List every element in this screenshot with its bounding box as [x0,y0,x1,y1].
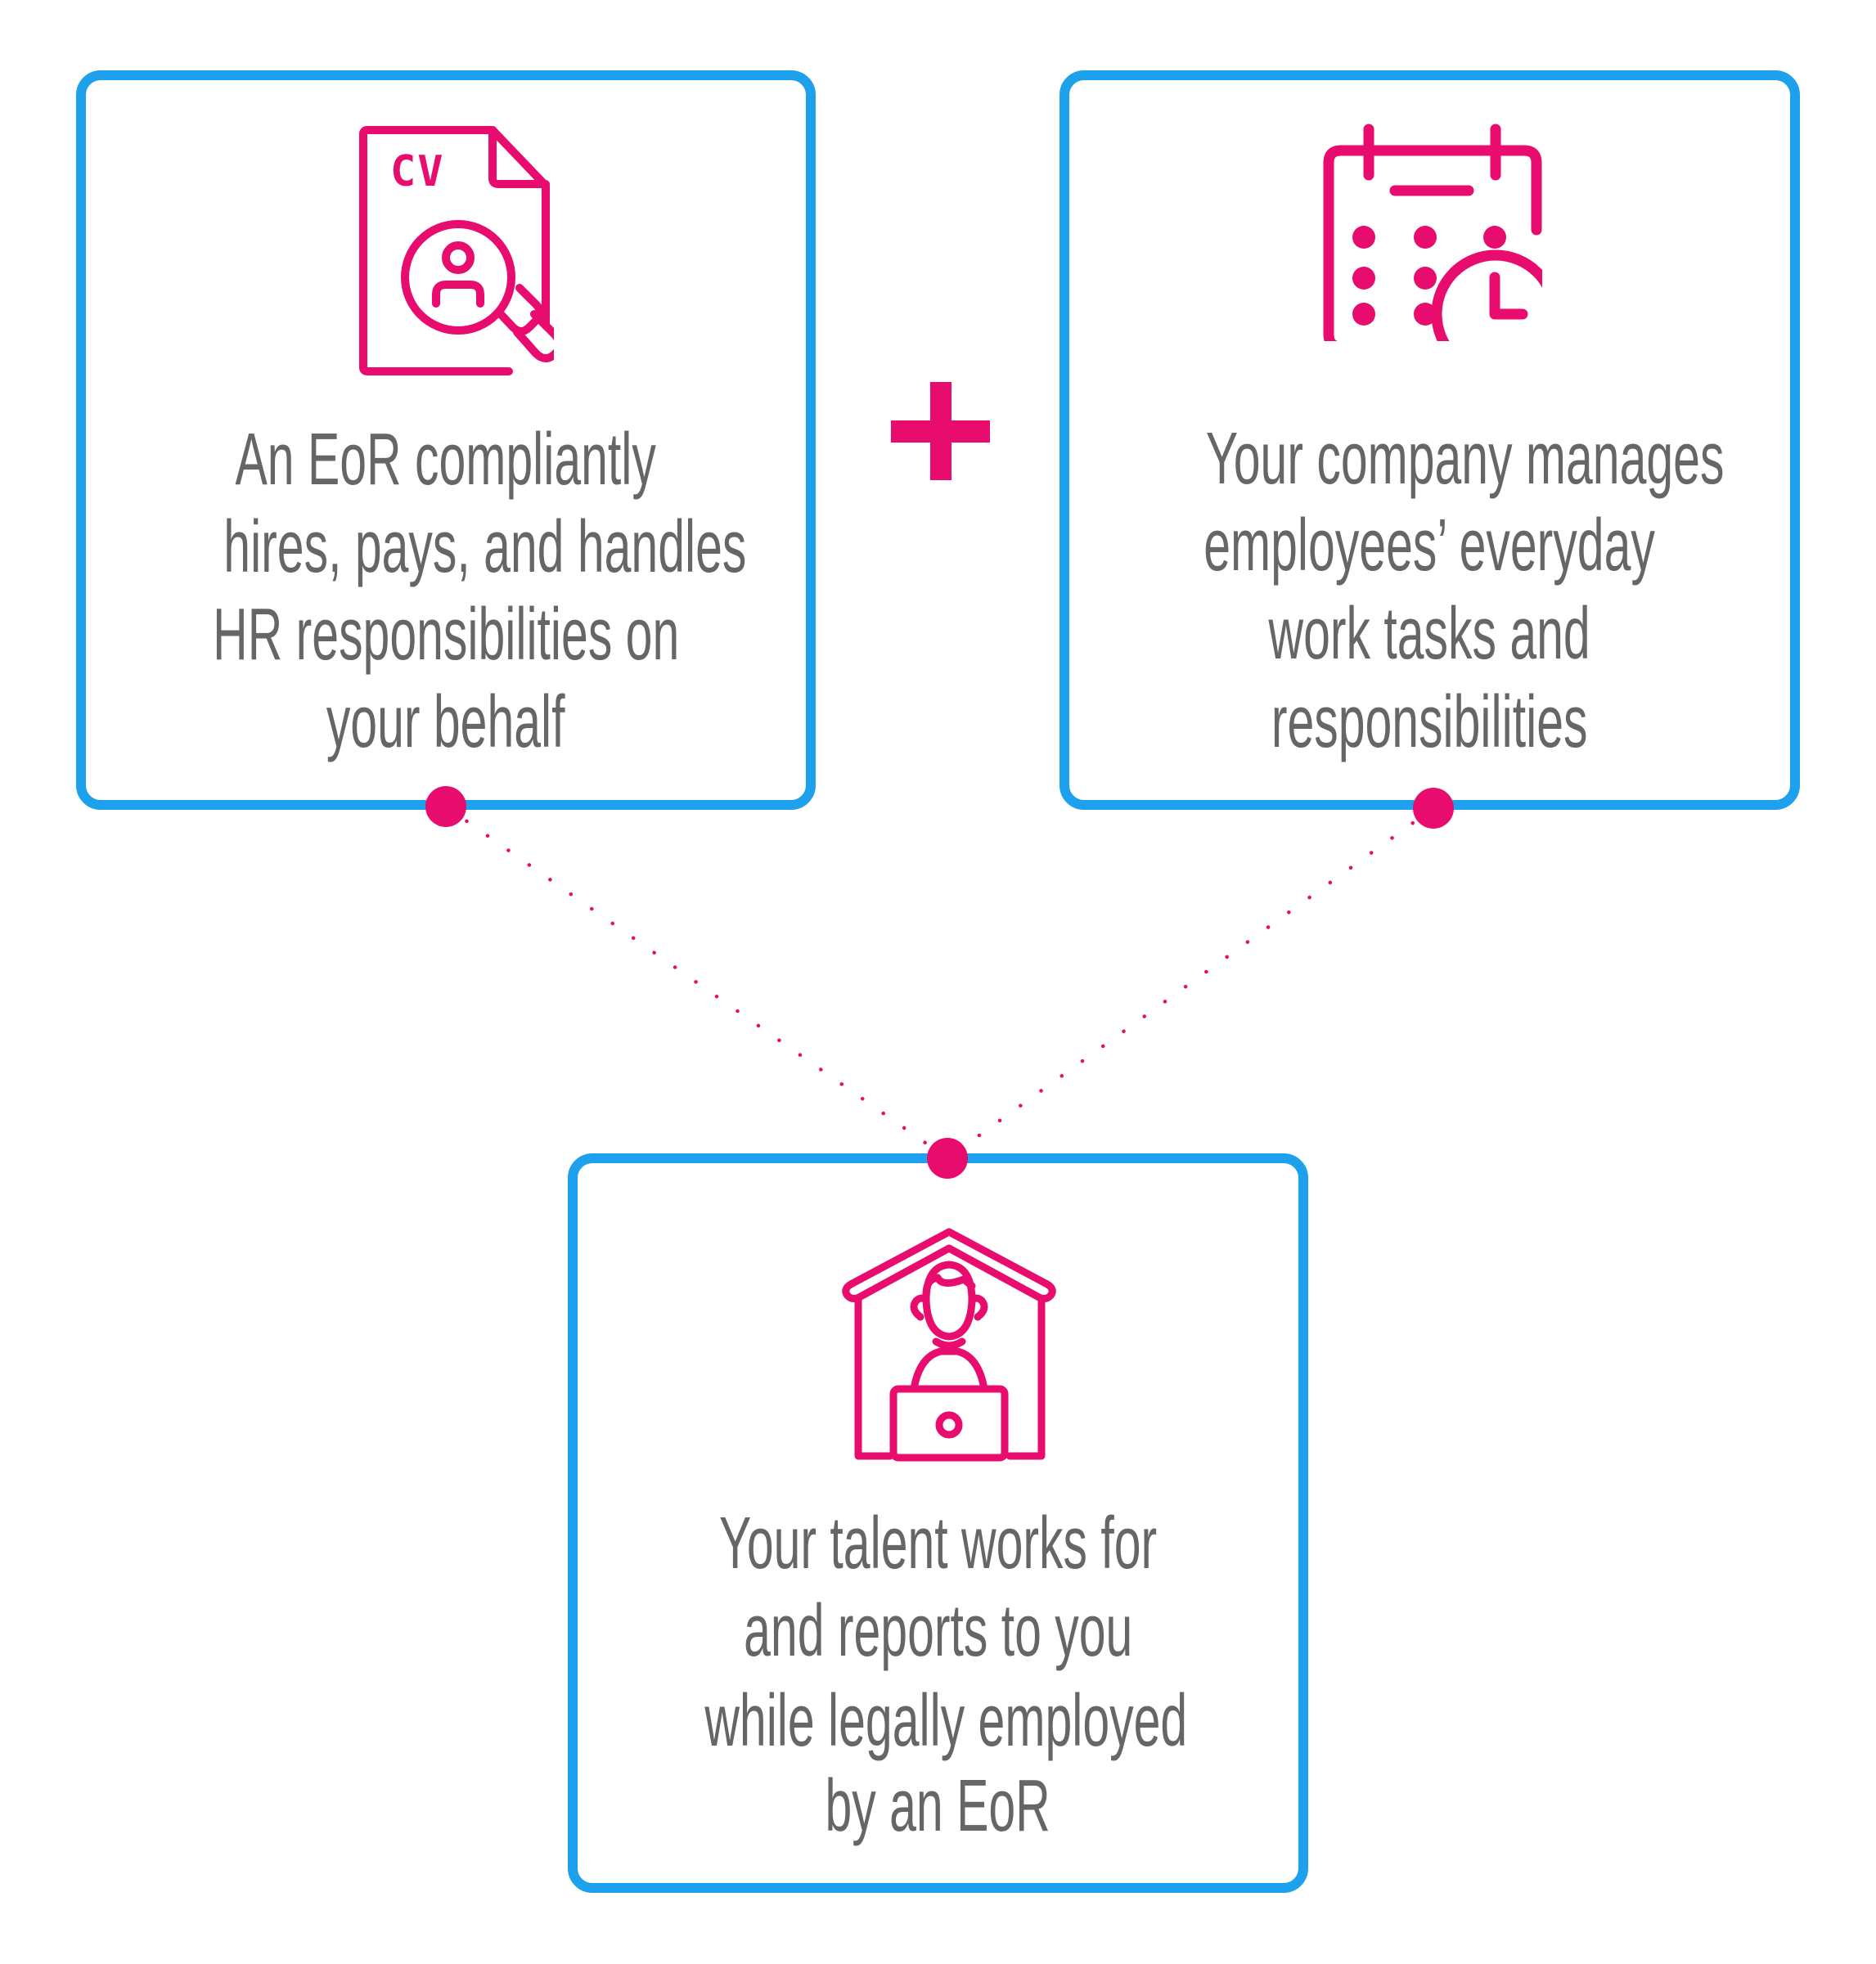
connector-node-company [1413,788,1454,829]
eor-text-line-1: An EoR compliantly [235,419,657,501]
eor-text-line-3: HR responsibilities on [212,594,680,676]
talent-text-line-4: by an EoR [825,1765,1051,1847]
eor-text-line-2: hires, pays, and handles [223,506,747,588]
cv-label: CV [390,147,445,196]
remote-worker-home-icon [842,1228,1056,1462]
talent-text-line-2: and reports to you [743,1590,1133,1672]
plus-vertical-bar [930,382,951,480]
connector-company-to-talent [945,806,1436,1161]
calendar-clock-icon [1323,124,1542,341]
company-text-line-3: work tasks and [1268,593,1591,675]
talent-card: Your talent works for and reports to you… [568,1153,1308,1893]
talent-text-line-1: Your talent works for [718,1503,1158,1584]
connector-eor-to-talent [443,804,950,1161]
connector-node-talent [927,1138,968,1179]
company-text-line-1: Your company manages [1205,418,1725,500]
company-card: Your company manages employees’ everyday… [1059,70,1800,810]
cv-search-icon: CV [359,126,554,375]
company-text-line-4: responsibilities [1271,681,1588,763]
company-text-line-2: employees’ everyday [1203,505,1656,587]
eor-text-line-4: your behalf [326,681,565,763]
connector-node-eor [425,786,466,827]
talent-text-line-3: while legally employed [704,1680,1188,1762]
eor-card: CV An EoR compliantly hires, pays, and h… [76,70,816,810]
